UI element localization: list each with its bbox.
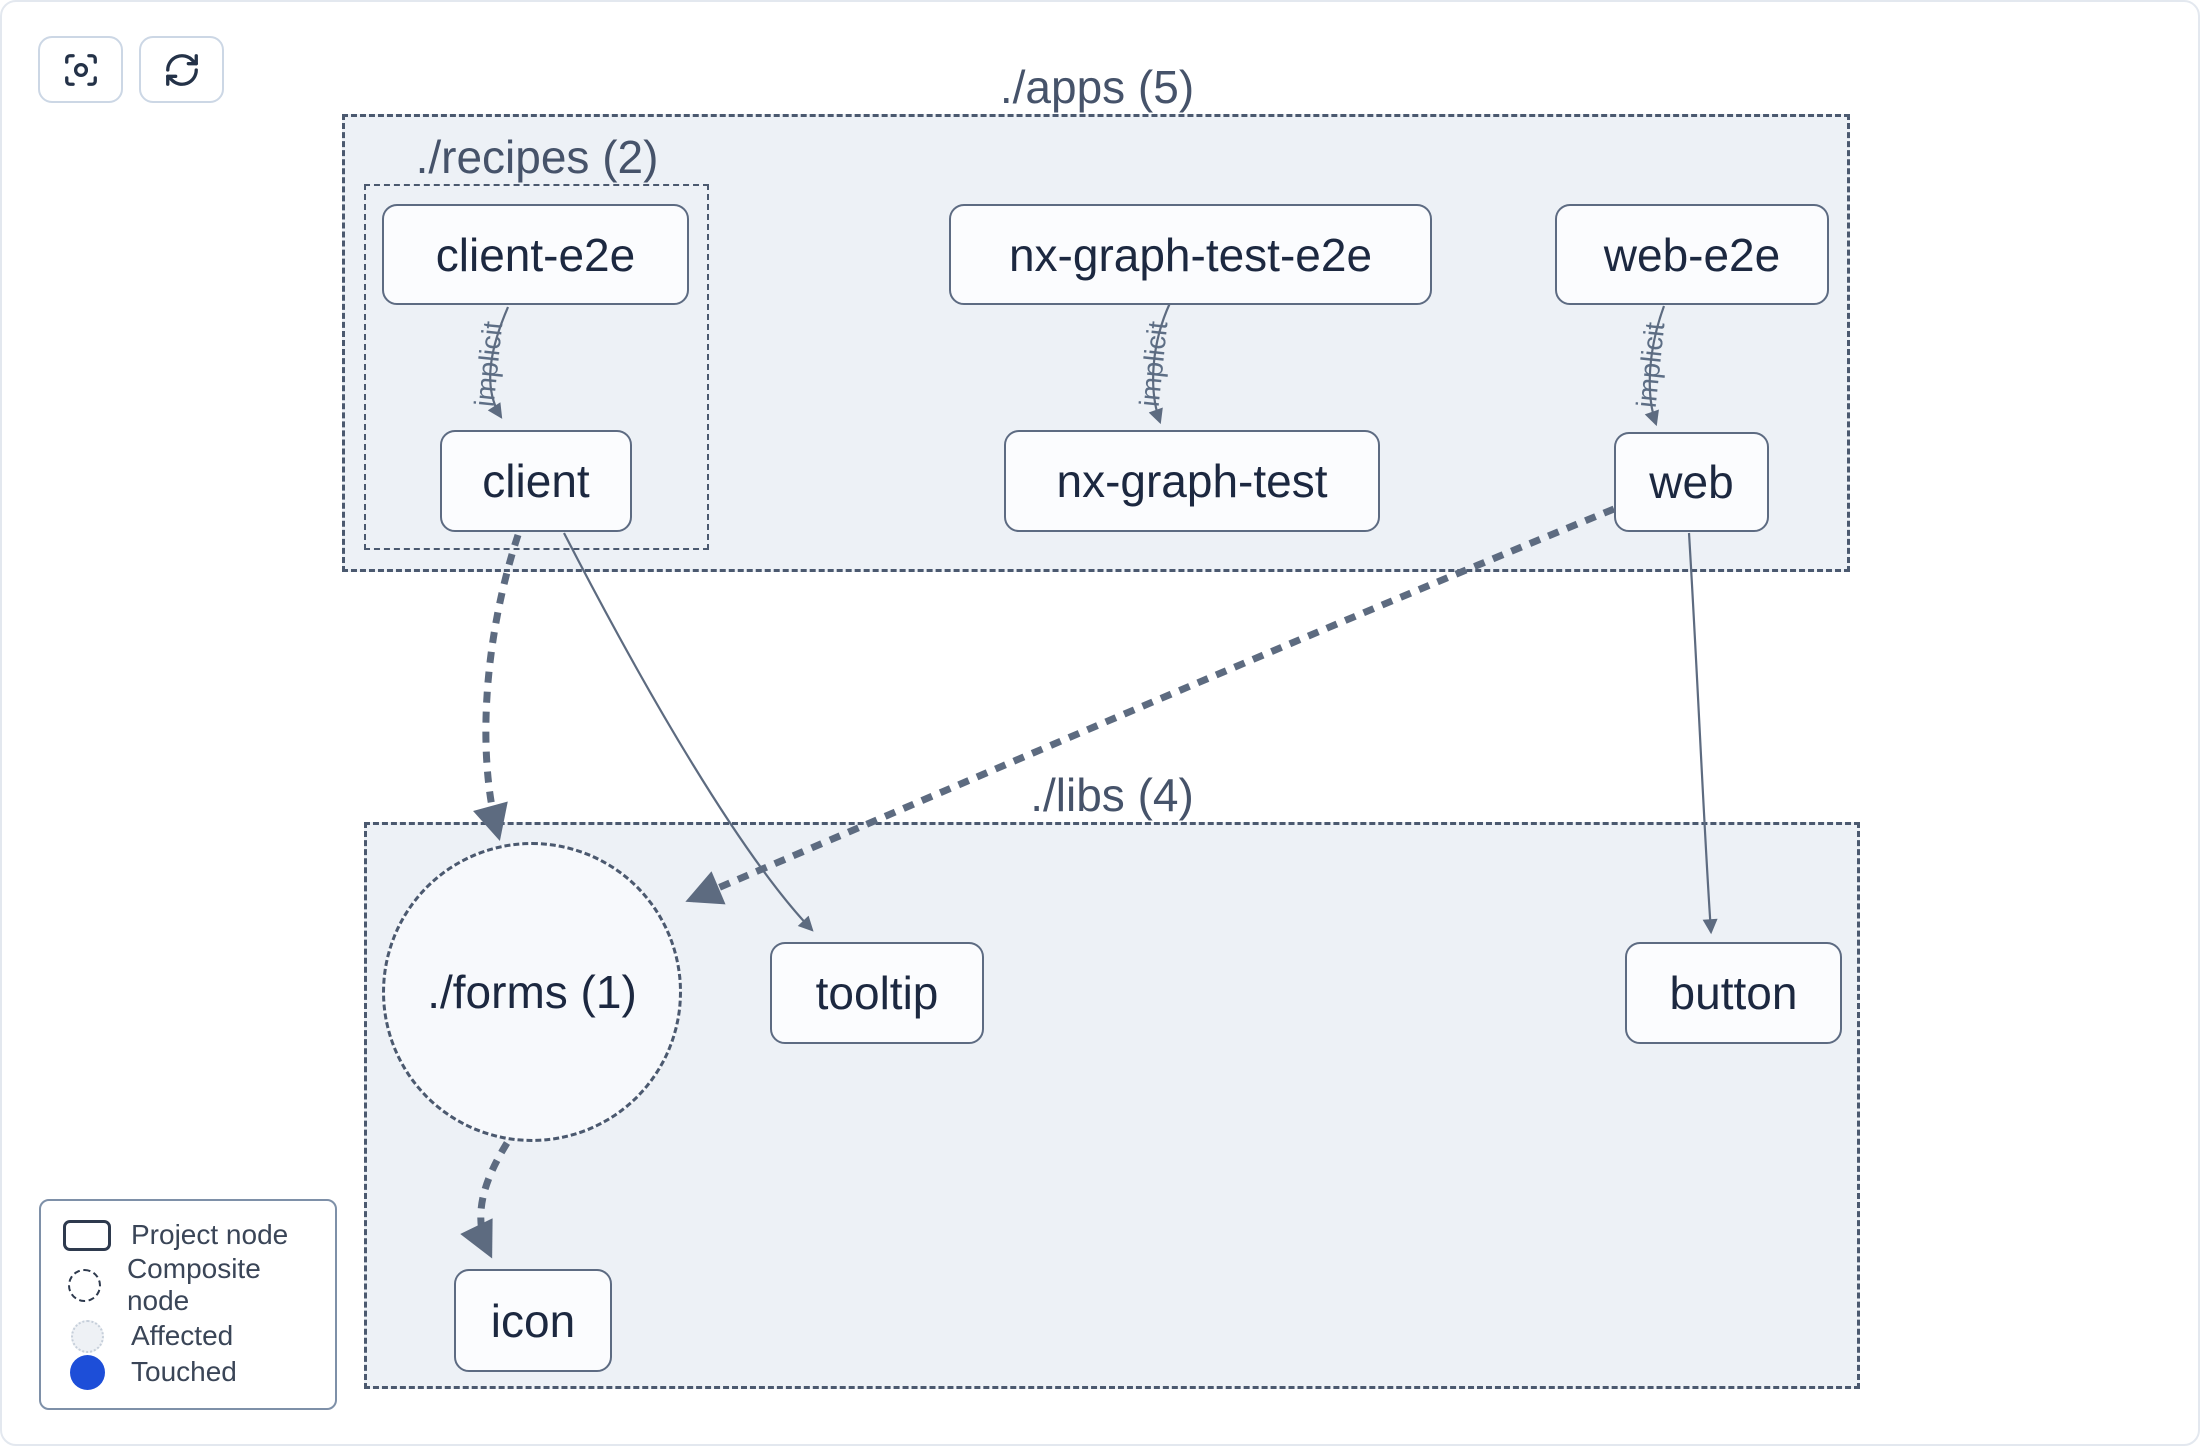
node-nx-graph-test[interactable]: nx-graph-test <box>1004 430 1380 532</box>
node-nx-graph-test-e2e-label: nx-graph-test-e2e <box>1008 228 1373 281</box>
node-nx-graph-test-e2e[interactable]: nx-graph-test-e2e <box>949 204 1432 305</box>
node-button[interactable]: button <box>1625 942 1842 1044</box>
legend-item-touched: Touched <box>61 1354 315 1390</box>
node-nx-graph-test-label: nx-graph-test <box>1056 455 1328 507</box>
legend-item-affected: Affected <box>61 1319 315 1353</box>
node-client-e2e-label: client-e2e <box>435 228 636 281</box>
node-client-label: client <box>482 455 590 507</box>
composite-node-forms-label: ./forms (1) <box>427 966 637 1018</box>
composite-node-swatch <box>68 1268 102 1302</box>
refresh-icon <box>163 51 201 89</box>
legend-item-affected-label: Affected <box>131 1320 234 1352</box>
node-web[interactable]: web <box>1614 432 1769 532</box>
project-node-swatch <box>63 1219 111 1251</box>
legend: Project node Composite node Affected Tou… <box>39 1199 337 1410</box>
legend-item-project-node: Project node <box>61 1219 315 1251</box>
node-web-e2e-label: web-e2e <box>1603 228 1781 281</box>
legend-item-touched-label: Touched <box>131 1356 237 1388</box>
refresh-button[interactable] <box>139 36 224 103</box>
node-client[interactable]: client <box>440 430 632 532</box>
legend-item-project-node-label: Project node <box>131 1219 289 1250</box>
composite-node-forms[interactable]: ./forms (1) <box>382 842 682 1142</box>
node-web-label: web <box>1649 456 1734 508</box>
node-icon[interactable]: icon <box>454 1269 612 1372</box>
node-web-e2e[interactable]: web-e2e <box>1555 204 1829 305</box>
focus-button[interactable] <box>38 36 123 103</box>
group-libs-title: ./libs (4) <box>1030 769 1194 821</box>
node-client-e2e[interactable]: client-e2e <box>382 204 689 305</box>
node-icon-label: icon <box>490 1294 576 1347</box>
focus-icon <box>62 51 100 89</box>
node-tooltip-label: tooltip <box>815 967 939 1019</box>
edge-client-to-forms <box>473 533 522 841</box>
group-recipes <box>364 184 709 550</box>
legend-item-composite-node: Composite node <box>61 1253 315 1317</box>
group-recipes-title: ./recipes (2) <box>415 131 659 183</box>
affected-swatch <box>70 1319 104 1353</box>
touched-swatch <box>69 1354 105 1390</box>
legend-item-composite-node-label: Composite node <box>126 1253 261 1317</box>
node-tooltip[interactable]: tooltip <box>770 942 984 1044</box>
group-apps-title: ./apps (5) <box>999 61 1195 113</box>
node-button-label: button <box>1669 967 1798 1019</box>
